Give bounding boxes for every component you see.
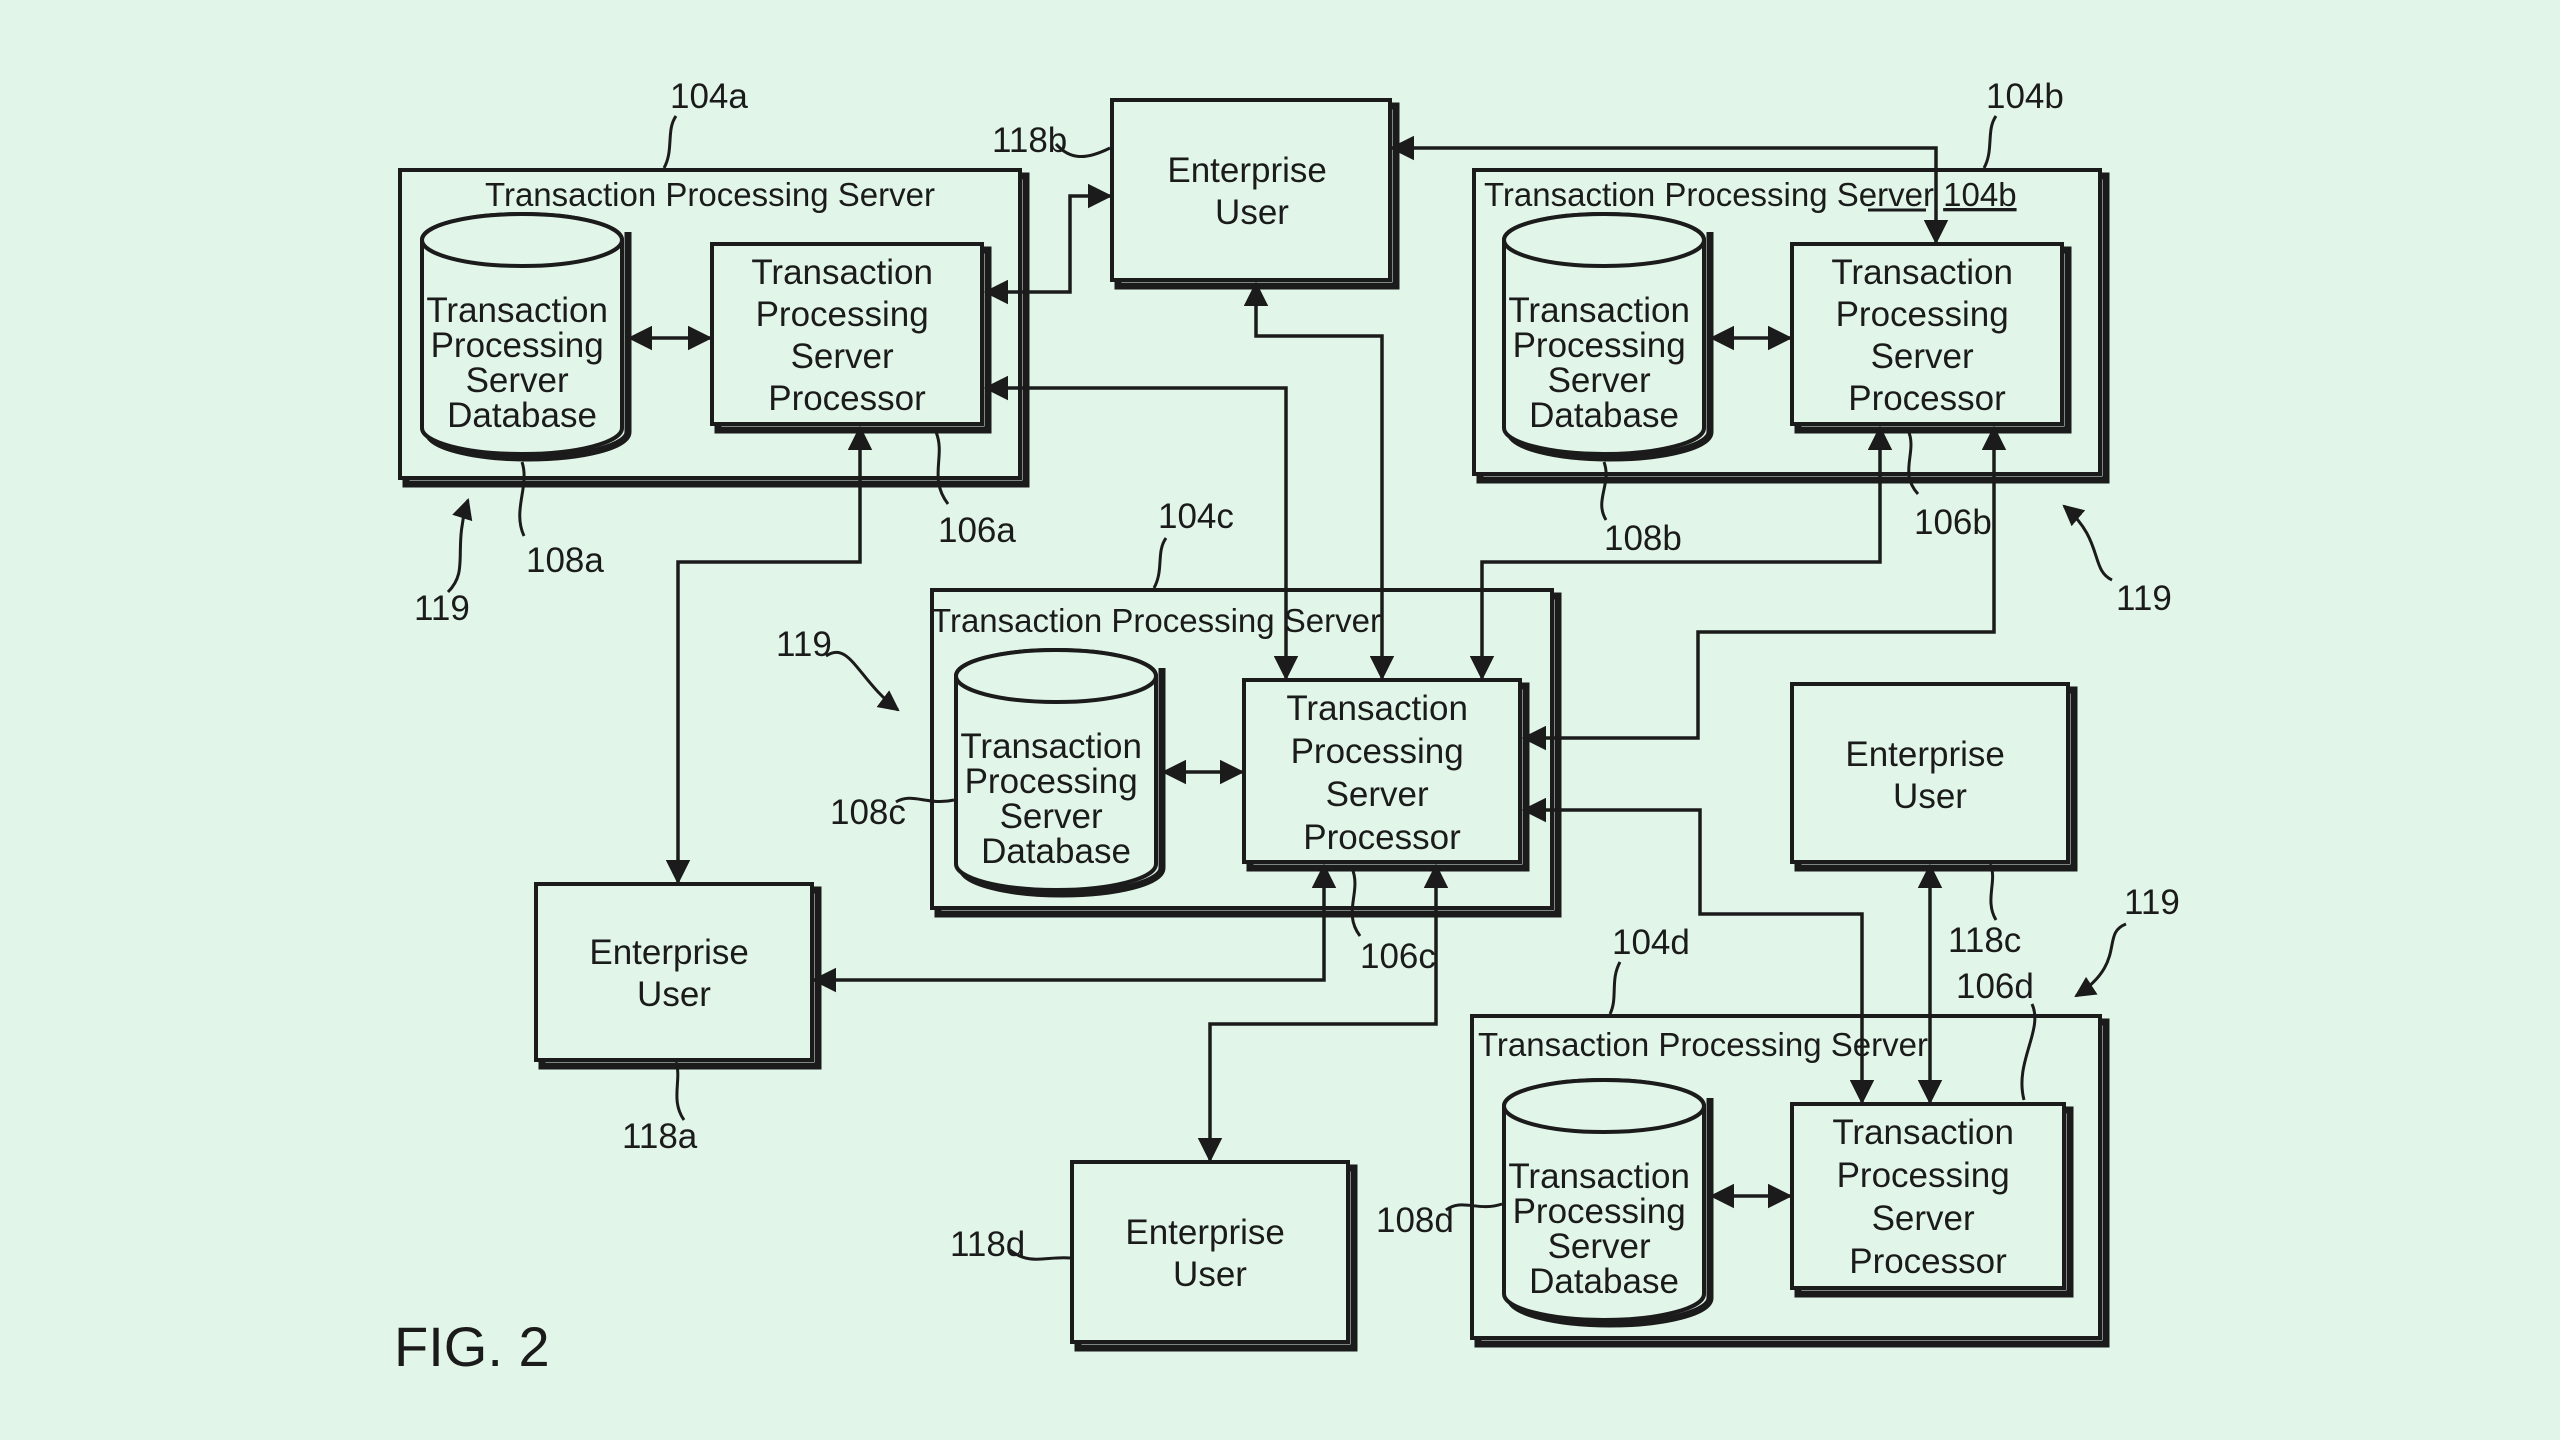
ref-118d: 118d <box>950 1225 1025 1264</box>
enterprise-user-118d: Enterprise User <box>1070 1160 1358 1352</box>
link-106b-118b <box>1389 135 1949 245</box>
leader-104b <box>1982 115 1998 169</box>
arrow-119-a <box>446 497 473 594</box>
database-label: Transaction Processing Server Database <box>960 727 1151 871</box>
link-106b-106c-side <box>1521 425 2007 751</box>
database-108c: Transaction Processing Server Database <box>954 648 1166 898</box>
server-title: Transaction Processing Server <box>485 176 935 213</box>
ref-108d: 108d <box>1376 1201 1454 1240</box>
leader-118a <box>674 1061 686 1121</box>
leader-104c <box>1152 537 1168 589</box>
reference-labels: 104a 104b 104c 104d 118b 118a 118c 118d … <box>414 77 2180 1264</box>
leader-106a <box>934 431 950 505</box>
link-106c-118d <box>1197 863 1449 1163</box>
database-108b: Transaction Processing Server Database <box>1502 212 1714 462</box>
user-label: Enterprise User <box>589 933 758 1014</box>
database-108d: Transaction Processing Server Database <box>1502 1078 1714 1328</box>
leader-118d <box>1009 1248 1071 1261</box>
connectors <box>627 135 2007 1209</box>
processor-label: Transaction Processing Server Processor <box>1832 1113 2023 1281</box>
ref-119-b: 119 <box>2116 579 2172 618</box>
link-106a-118b <box>983 183 1113 305</box>
server-104d: Transaction Processing Server Transactio… <box>1470 1014 2110 1348</box>
server-104b: Transaction Processing Server 104b Trans… <box>1472 168 2110 484</box>
leader-104d <box>1608 961 1622 1015</box>
leader-118c <box>1988 863 1998 921</box>
leader-106c <box>1350 867 1362 937</box>
ref-118c: 118c <box>1948 921 2021 960</box>
ref-106d: 106d <box>1956 967 2034 1006</box>
enterprise-user-118a: Enterprise User <box>534 882 822 1070</box>
leader-108a <box>518 461 526 537</box>
ref-118a: 118a <box>622 1117 698 1156</box>
ref-119-d: 119 <box>2124 883 2180 922</box>
ref-106a: 106a <box>938 511 1016 550</box>
leader-108c <box>895 796 955 804</box>
link-106c-106d <box>1521 797 1875 1105</box>
arrow-119-d <box>2074 922 2127 998</box>
processor-label: Transaction Processing Server Processor <box>751 253 942 418</box>
processor-label: Transaction Processing Server Processor <box>1286 689 1477 857</box>
ref-108b: 108b <box>1604 519 1682 558</box>
link-106a-106c <box>983 375 1299 681</box>
enterprise-user-118c: Enterprise User <box>1790 682 2078 872</box>
database-label: Transaction Processing Server Database <box>426 291 617 435</box>
figure-label: FIG. 2 <box>394 1315 550 1378</box>
enterprise-user-118b: Enterprise User <box>1110 98 1400 290</box>
processor-106b: Transaction Processing Server Processor <box>1790 242 2072 434</box>
ref-119-a: 119 <box>414 589 470 628</box>
user-label: Enterprise User <box>1125 1213 1294 1294</box>
ref-108a: 108a <box>526 541 604 580</box>
user-label: Enterprise User <box>1167 151 1336 232</box>
processor-label: Transaction Processing Server Processor <box>1831 253 2022 418</box>
ref-104b: 104b <box>1986 77 2064 116</box>
leader-118b <box>1054 142 1111 159</box>
ref-108c: 108c <box>830 793 906 832</box>
link-106a-118a <box>665 425 873 885</box>
ref-104c: 104c <box>1158 497 1234 536</box>
ref-106c: 106c <box>1360 937 1436 976</box>
arrow-119-c <box>825 650 900 712</box>
database-108a: Transaction Processing Server Database <box>420 212 632 462</box>
arrow-119-b <box>2062 504 2113 582</box>
leader-106b <box>1906 429 1920 496</box>
database-label: Transaction Processing Server Database <box>1508 291 1699 435</box>
ref-106b: 106b <box>1914 503 1992 542</box>
server-104a: Transaction Processing Server Transactio… <box>398 168 1030 488</box>
leader-106d <box>2020 1003 2037 1101</box>
ref-104a: 104a <box>670 77 748 116</box>
server-104c: Transaction Processing Server Transactio… <box>930 588 1562 918</box>
processor-106d: Transaction Processing Server Processor <box>1790 1102 2074 1298</box>
ref-119-c: 119 <box>776 625 832 664</box>
link-118b-106c <box>1243 281 1395 681</box>
server-title: Transaction Processing Server <box>931 602 1381 639</box>
database-label: Transaction Processing Server Database <box>1508 1157 1699 1301</box>
ref-104d: 104d <box>1612 923 1690 962</box>
leader-108d <box>1445 1202 1503 1212</box>
leader-108b <box>1600 461 1608 521</box>
processor-106a: Transaction Processing Server Processor <box>710 242 992 434</box>
processor-106c: Transaction Processing Server Processor <box>1242 678 1530 872</box>
leader-104a <box>662 115 678 169</box>
ref-118b: 118b <box>992 121 1067 160</box>
